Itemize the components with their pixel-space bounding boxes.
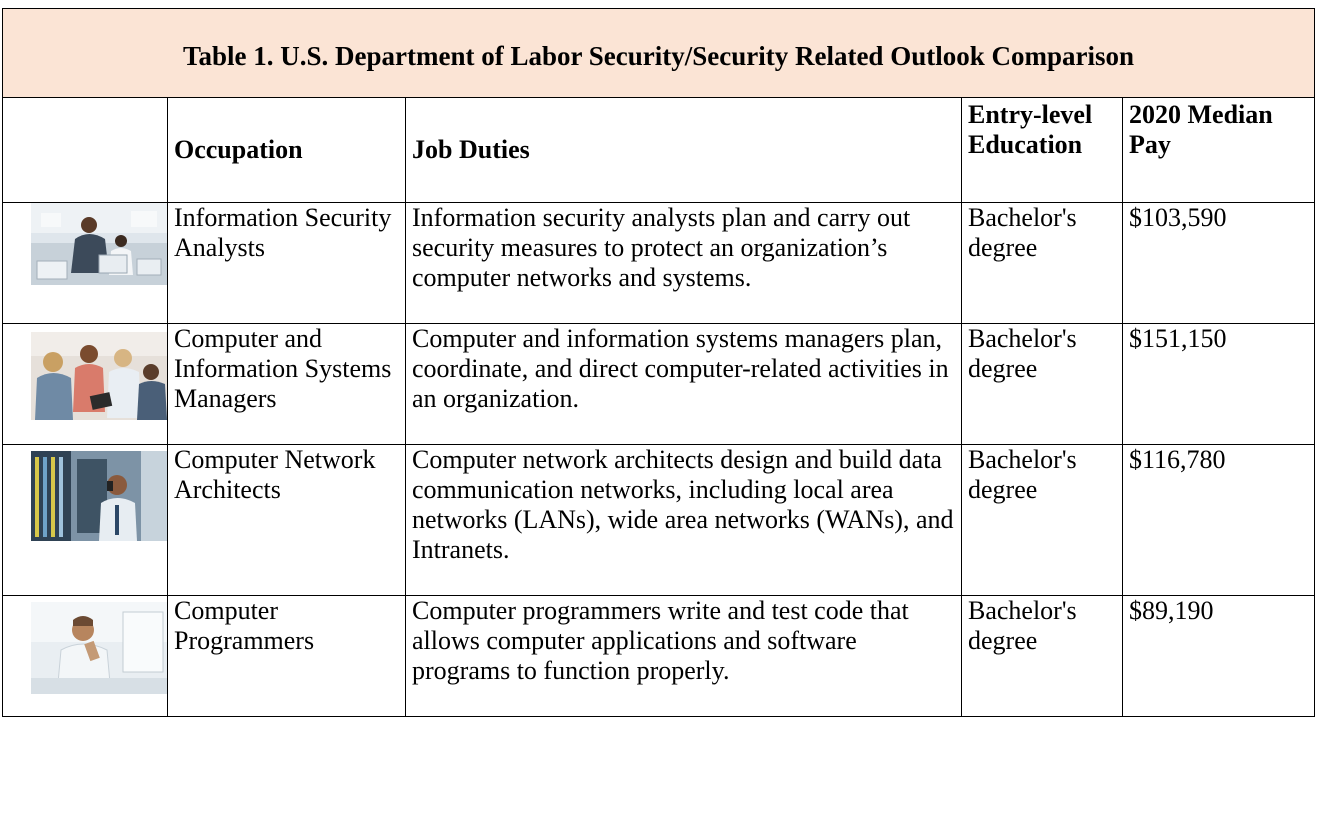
median-pay-cell: $151,150 (1121, 323, 1316, 445)
median-pay-cell: $116,780 (1121, 444, 1316, 596)
education-cell: Bachelor's degree (961, 323, 1123, 445)
header-median-pay: 2020 Median Pay (1121, 97, 1316, 203)
table-row: Information Security Analysts Informatio… (2, 202, 1316, 324)
median-pay-cell: $89,190 (1121, 595, 1316, 717)
table-row: Computer and Information Systems Manager… (2, 323, 1316, 445)
occupation-cell: Information Security Analysts (167, 202, 406, 324)
education-cell: Bachelor's degree (961, 595, 1123, 717)
header-entry-level-education: Entry-level Education (961, 97, 1123, 203)
occupation-cell: Computer Programmers (167, 595, 406, 717)
job-duties-cell: Computer programmers write and test code… (405, 595, 962, 717)
occupation-cell: Computer Network Architects (167, 444, 406, 596)
office-team-photo (31, 203, 167, 285)
photo-cell (2, 444, 168, 596)
meeting-group-photo (31, 332, 167, 420)
header-photo (2, 97, 168, 203)
job-duties-cell: Computer network architects design and b… (405, 444, 962, 596)
table-title: Table 1. U.S. Department of Labor Securi… (1, 8, 1316, 98)
occupation-cell: Computer and Information Systems Manager… (167, 323, 406, 445)
photo-cell (2, 595, 168, 717)
server-room-photo (31, 451, 167, 541)
outlook-comparison-table: Table 1. U.S. Department of Labor Securi… (1, 8, 1316, 717)
job-duties-cell: Information security analysts plan and c… (405, 202, 962, 324)
programmer-desk-photo (31, 602, 167, 694)
median-pay-cell: $103,590 (1121, 202, 1316, 324)
header-job-duties: Job Duties (405, 97, 962, 203)
table-row: Computer Network Architects Computer net… (2, 444, 1316, 596)
photo-cell (2, 202, 168, 324)
table-row: Computer Programmers Computer programmer… (2, 595, 1316, 717)
job-duties-cell: Computer and information systems manager… (405, 323, 962, 445)
header-occupation: Occupation (167, 97, 406, 203)
table-title-row: Table 1. U.S. Department of Labor Securi… (1, 8, 1316, 98)
education-cell: Bachelor's degree (961, 202, 1123, 324)
education-cell: Bachelor's degree (961, 444, 1123, 596)
photo-cell (2, 323, 168, 445)
table-header-row: Occupation Job Duties Entry-level Educat… (2, 97, 1316, 203)
